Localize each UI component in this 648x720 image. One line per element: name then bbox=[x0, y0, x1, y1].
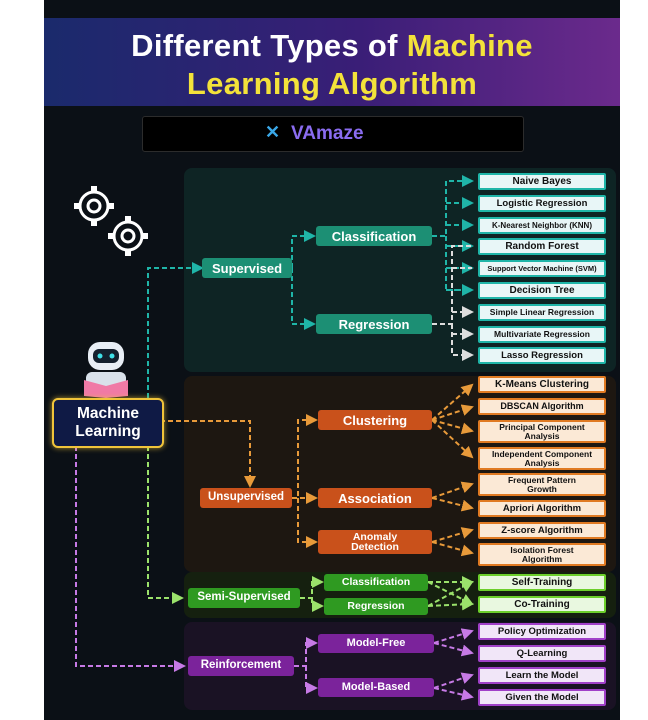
reinforcement-node: Reinforcement bbox=[188, 656, 294, 676]
semi-supervised-node: Semi-Supervised bbox=[188, 588, 300, 608]
machine-learning-root: Machine Learning bbox=[52, 398, 164, 448]
supervised-node: Supervised bbox=[202, 258, 292, 278]
leaf-ica: Independent Component Analysis bbox=[478, 447, 606, 470]
leaf-co-training: Co-Training bbox=[478, 596, 606, 613]
leaf-policy-optimization: Policy Optimization bbox=[478, 623, 606, 640]
title-text-a: Different Types of bbox=[131, 28, 407, 63]
leaf-random-forest: Random Forest bbox=[478, 238, 606, 255]
brand-bar: ✕ VAmaze bbox=[142, 116, 524, 152]
title-line-1: Different Types of Machine bbox=[44, 28, 620, 64]
leaf-naive-bayes: Naive Bayes bbox=[478, 173, 606, 190]
leaf-pca: Principal Component Analysis bbox=[478, 420, 606, 443]
leaf-q-learning: Q-Learning bbox=[478, 645, 606, 662]
semi-classification-node: Classification bbox=[324, 574, 428, 591]
leaf-knn: K-Nearest Neighbor (KNN) bbox=[478, 217, 606, 234]
leaf-multivariate-regression: Multivariate Regression bbox=[478, 326, 606, 343]
unsupervised-node: Unsupervised bbox=[200, 488, 292, 508]
semi-regression-node: Regression bbox=[324, 598, 428, 615]
title-text-b: Machine bbox=[406, 28, 533, 63]
anomaly-detection-node: Anomaly Detection bbox=[318, 530, 432, 554]
brand-name: VAmaze bbox=[291, 123, 364, 144]
leaf-apriori: Apriori Algorithm bbox=[478, 500, 606, 517]
vamaze-logo-icon: ✕ bbox=[265, 122, 281, 142]
leaf-decision-tree: Decision Tree bbox=[478, 282, 606, 299]
leaf-given-the-model: Given the Model bbox=[478, 689, 606, 706]
gears-icon bbox=[74, 186, 148, 256]
model-free-node: Model-Free bbox=[318, 634, 434, 653]
clustering-node: Clustering bbox=[318, 410, 432, 430]
supervised-classification-node: Classification bbox=[316, 226, 432, 246]
leaf-fp-growth: Frequent Pattern Growth bbox=[478, 473, 606, 496]
book-icon bbox=[84, 380, 128, 398]
leaf-isolation-forest: Isolation Forest Algorithm bbox=[478, 543, 606, 566]
leaf-lasso-regression: Lasso Regression bbox=[478, 347, 606, 364]
leaf-dbscan: DBSCAN Algorithm bbox=[478, 398, 606, 415]
association-node: Association bbox=[318, 488, 432, 508]
supervised-regression-node: Regression bbox=[316, 314, 432, 334]
leaf-logistic-regression: Logistic Regression bbox=[478, 195, 606, 212]
leaf-self-training: Self-Training bbox=[478, 574, 606, 591]
title-banner: Different Types of Machine Learning Algo… bbox=[44, 18, 620, 106]
leaf-learn-the-model: Learn the Model bbox=[478, 667, 606, 684]
connector-lines bbox=[75, 175, 474, 701]
leaf-simple-linear-regression: Simple Linear Regression bbox=[478, 304, 606, 321]
leaf-svm: Support Vector Machine (SVM) bbox=[478, 260, 606, 277]
diagram-poster: Different Types of Machine Learning Algo… bbox=[44, 0, 620, 720]
model-based-node: Model-Based bbox=[318, 678, 434, 697]
leaf-k-means: K-Means Clustering bbox=[478, 376, 606, 393]
leaf-z-score: Z-score Algorithm bbox=[478, 522, 606, 539]
title-line-2: Learning Algorithm bbox=[186, 66, 478, 101]
robot-icon bbox=[84, 342, 128, 398]
